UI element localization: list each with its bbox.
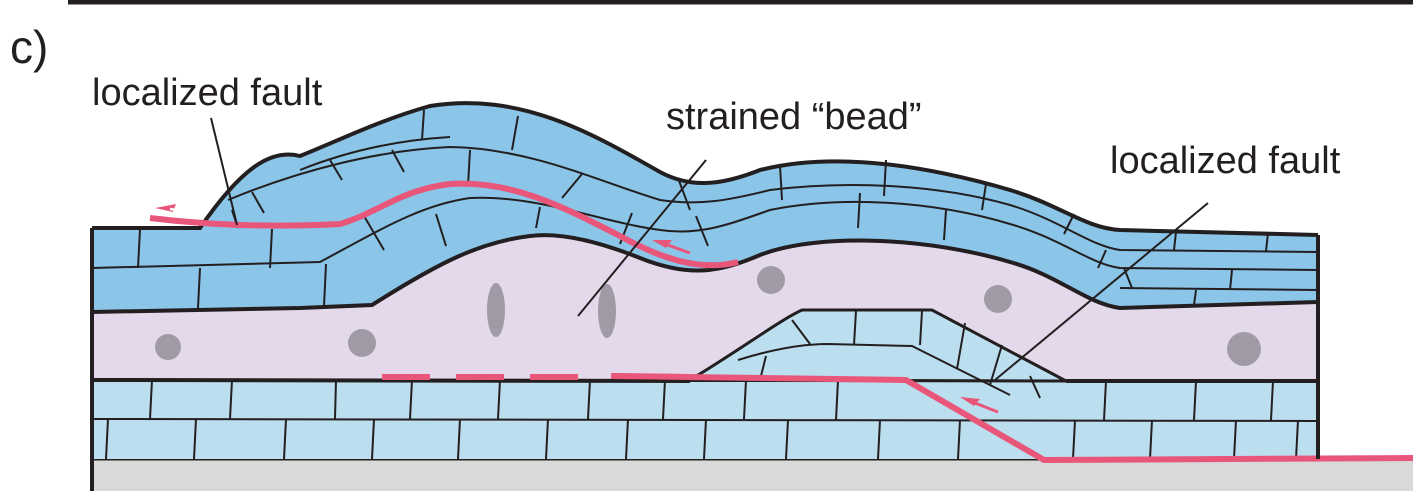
- basement-layer: [92, 458, 1413, 491]
- label-strained-bead: strained “bead”: [666, 98, 922, 136]
- slip-arrow-icon: [155, 204, 196, 213]
- detachment-fault: [611, 376, 690, 377]
- panel-label: c): [10, 24, 48, 70]
- label-localized-fault-right: localized fault: [1110, 142, 1340, 180]
- label-localized-fault-left: localized fault: [92, 74, 322, 112]
